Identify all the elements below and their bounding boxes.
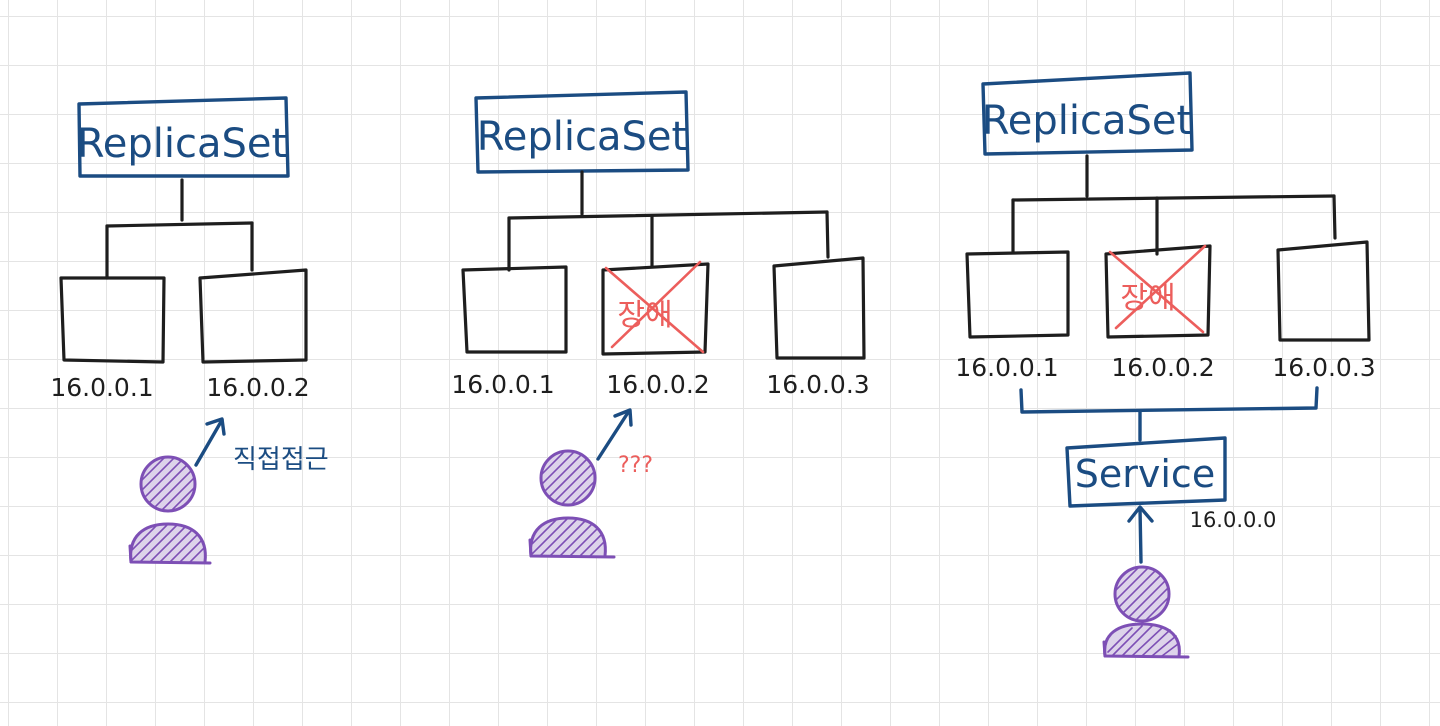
- user-note: ???: [618, 453, 653, 478]
- user-icon: [528, 449, 616, 559]
- replicaset-label: ReplicaSet: [77, 121, 287, 167]
- pod-box: 16.0.0.3: [766, 256, 870, 399]
- pod-box: 16.0.0.1: [451, 265, 568, 399]
- pod-ip-label: 16.0.0.2: [606, 370, 709, 399]
- replicaset-box: ReplicaSet: [981, 71, 1194, 156]
- x-mark-icon: [604, 260, 705, 354]
- replicaset-box: ReplicaSet: [77, 96, 290, 178]
- diagram-direct-access: ReplicaSet 16.0.0.1 16.0.0.2 직접접근: [50, 96, 329, 565]
- pod-ip-label: 16.0.0.1: [50, 373, 153, 402]
- arrow-up-right-icon: [596, 408, 633, 461]
- arrow-up-icon: [1127, 505, 1154, 564]
- user-icon: [128, 455, 212, 565]
- replicaset-connector: [507, 170, 830, 272]
- pod-box: 16.0.0.3: [1272, 240, 1376, 382]
- replicaset-connector: [1011, 154, 1337, 256]
- diagram-service: ReplicaSet 16.0.0.1 장애 16.0.0.2 16.0.0.3: [955, 71, 1376, 659]
- pod-box: 16.0.0.2: [198, 268, 310, 402]
- service-ip-label: 16.0.0.0: [1190, 508, 1277, 532]
- pod-box: 16.0.0.1: [50, 276, 166, 402]
- pod-ip-label: 16.0.0.3: [766, 370, 869, 399]
- failed-pod-box: 장애 16.0.0.2: [1104, 244, 1215, 382]
- replicaset-connector: [105, 178, 254, 280]
- pod-ip-label: 16.0.0.1: [451, 370, 554, 399]
- diagram-pod-failure: ReplicaSet 16.0.0.1 장애 16.0.0.2 16.0.0.3: [451, 90, 870, 559]
- replicaset-box: ReplicaSet: [474, 90, 690, 174]
- replicaset-label: ReplicaSet: [477, 114, 687, 160]
- pod-ip-label: 16.0.0.2: [1111, 353, 1214, 382]
- service-connector: [1019, 386, 1319, 442]
- user-note: 직접접근: [233, 445, 329, 475]
- service-box: Service: [1065, 436, 1227, 508]
- failed-pod-box: 장애 16.0.0.2: [601, 260, 710, 399]
- service-label: Service: [1075, 452, 1215, 496]
- pod-ip-label: 16.0.0.2: [206, 373, 309, 402]
- arrow-up-right-icon: [194, 417, 226, 467]
- replicaset-label: ReplicaSet: [982, 98, 1192, 144]
- pod-box: 16.0.0.1: [955, 250, 1070, 382]
- pod-ip-label: 16.0.0.3: [1272, 353, 1375, 382]
- pod-ip-label: 16.0.0.1: [955, 353, 1058, 382]
- x-mark-icon: [1108, 244, 1207, 334]
- user-icon: [1102, 565, 1190, 659]
